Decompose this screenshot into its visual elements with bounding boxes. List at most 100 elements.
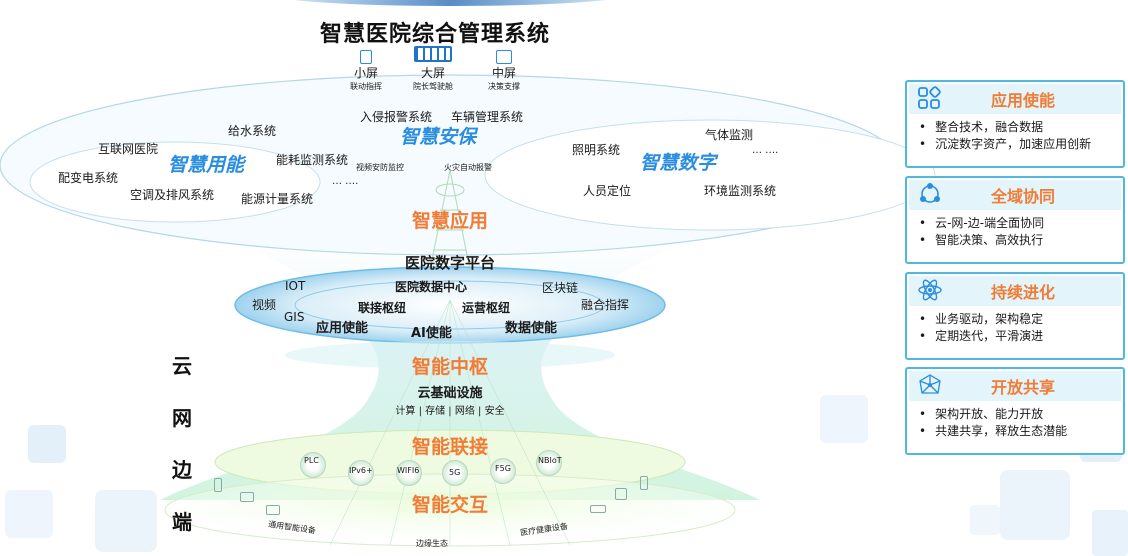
protocol-label: NBIoT [538, 456, 562, 465]
card-list: 架构开放、能力开放 共建共享，释放生态潜能 [919, 406, 1067, 440]
large-screen: 大屏 院长驾驶舱 [404, 46, 462, 92]
protocol-label: F5G [495, 464, 511, 473]
phone-device-icon [214, 478, 222, 492]
protocol-label: WIFI6 [397, 466, 420, 475]
side-label-edge: 边 [172, 458, 192, 482]
smart-digital-label: 智慧数字 [640, 152, 717, 174]
protocol-label: PLC [304, 456, 319, 465]
smart-interact-title: 智能交互 [411, 494, 488, 516]
system-label: 能耗监测系统 [276, 153, 349, 167]
system-label: 照明系统 [572, 143, 621, 157]
platform-enable: 数据使能 [505, 321, 558, 336]
big-display-icon [414, 46, 452, 62]
feature-card-collaboration: 全域协同 云-网-边-端全面协同 智能决策、高效执行 [905, 176, 1125, 264]
screen-label: 小屏 [353, 66, 378, 80]
protocol-node [348, 460, 374, 486]
platform-enable: AI使能 [411, 326, 452, 341]
platform-item: 运营枢纽 [462, 301, 511, 315]
screen-sub: 院长驾驶舱 [413, 82, 453, 91]
card-list-item: 业务驱动，架构稳定 [919, 311, 1043, 328]
side-label-cloud: 云 [172, 354, 192, 378]
device-icon [266, 505, 280, 515]
system-label: 视频安防监控 [356, 163, 404, 172]
platform-title: 医院数字平台 [404, 254, 495, 272]
small-screen: 小屏 联动指挥 [346, 50, 386, 92]
system-label: 气体监测 [705, 128, 754, 142]
card-list-item: 架构开放、能力开放 [919, 406, 1067, 423]
atom-icon [918, 279, 942, 301]
system-label: 配变电系统 [58, 171, 119, 185]
apps-grid-icon [918, 86, 941, 109]
system-label: 给水系统 [228, 124, 277, 138]
phone-icon [360, 50, 372, 64]
platform-item: 视频 [252, 298, 277, 312]
system-label: 入侵报警系统 [360, 110, 433, 124]
medium-screen: 中屏 决策支撑 [484, 50, 524, 92]
feature-card-open-share: 开放共享 架构开放、能力开放 共建共享，释放生态潜能 [905, 367, 1125, 455]
feature-card-evolution: 持续进化 业务驱动，架构稳定 定期迭代，平滑演进 [905, 272, 1125, 360]
protocol-label: 5G [449, 468, 461, 477]
platform-item: 融合指挥 [581, 298, 630, 312]
card-title: 应用使能 [990, 91, 1055, 110]
device-group-label: 边缘生态 [416, 539, 448, 548]
cloud-items: 计算 | 存储 | 网络 | 安全 [395, 406, 505, 417]
device-icon [240, 492, 254, 502]
cloud-title: 云基础设施 [417, 386, 483, 401]
ellipsis-text: … …. [332, 176, 359, 187]
protocol-node [396, 460, 422, 486]
smart-app-title: 智慧应用 [411, 210, 488, 232]
card-header [909, 371, 1121, 401]
card-list-item: 整合技术，融合数据 [919, 119, 1091, 136]
system-label: 互联网医院 [98, 142, 159, 156]
card-title: 持续进化 [990, 283, 1055, 302]
device-icon [590, 505, 606, 513]
platform-item: IOT [285, 279, 306, 293]
card-list-item: 云-网-边-端全面协同 [919, 215, 1044, 232]
phone-device-icon [640, 476, 648, 490]
smart-security-label: 智慧安保 [400, 126, 477, 148]
card-list-item: 定期迭代，平滑演进 [919, 328, 1043, 345]
side-label-device: 端 [172, 510, 192, 534]
tower-icon [429, 170, 471, 270]
side-label-network: 网 [172, 406, 192, 430]
feature-card-app-enable: 应用使能 整合技术，融合数据 沉淀数字资产，加速应用创新 [905, 80, 1125, 168]
screen-label: 大屏 [420, 66, 445, 80]
protocol-node [536, 450, 562, 476]
platform-enable: 应用使能 [316, 321, 369, 336]
screen-sub: 联动指挥 [350, 82, 382, 91]
platform-item: GIS [284, 310, 305, 324]
page-title: 智慧医院综合管理系统 [319, 22, 550, 47]
protocol-label: IPv6+ [349, 466, 373, 475]
smart-hub-title: 智能中枢 [411, 356, 488, 378]
system-label: 空调及排风系统 [130, 188, 215, 202]
card-list-item: 沉淀数字资产，加速应用创新 [919, 136, 1091, 153]
monitor-icon [496, 50, 512, 64]
smart-connect-title: 智能联接 [411, 436, 488, 458]
protocol-node [442, 460, 468, 486]
card-header [909, 84, 1121, 114]
screen-label: 中屏 [491, 66, 516, 80]
network-share-icon [919, 374, 941, 394]
system-label: 车辆管理系统 [451, 110, 524, 124]
smart-energy-label: 智慧用能 [168, 154, 245, 176]
card-title: 全域协同 [990, 187, 1055, 206]
card-list-item: 智能决策、高效执行 [919, 232, 1044, 249]
card-list: 整合技术，融合数据 沉淀数字资产，加速应用创新 [919, 119, 1091, 153]
system-label: 能源计量系统 [241, 192, 314, 206]
protocol-node [300, 452, 326, 478]
card-title: 开放共享 [990, 378, 1055, 397]
platform-item: 联接枢纽 [358, 301, 407, 315]
screen-sub: 决策支撑 [488, 82, 520, 91]
collaboration-icon [920, 183, 940, 203]
ellipsis-text: … …. [752, 145, 779, 156]
card-header [909, 276, 1121, 306]
card-list: 云-网-边-端全面协同 智能决策、高效执行 [919, 215, 1044, 249]
card-list: 业务驱动，架构稳定 定期迭代，平滑演进 [919, 311, 1043, 345]
system-label: 环境监测系统 [704, 184, 777, 198]
system-label: 火灾自动报警 [444, 163, 492, 172]
card-list-item: 共建共享，释放生态潜能 [919, 423, 1067, 440]
protocol-node [490, 458, 516, 484]
system-label: 人员定位 [583, 184, 632, 198]
device-icon [615, 488, 627, 500]
